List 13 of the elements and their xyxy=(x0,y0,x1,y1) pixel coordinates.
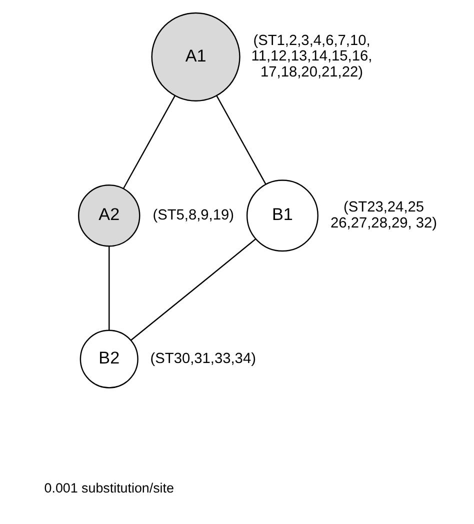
label: 0.001 substitution/site xyxy=(44,480,174,496)
connector xyxy=(122,96,176,189)
node-circle: B2 xyxy=(80,330,138,388)
node-circle: A1 xyxy=(151,12,240,102)
node-label: (ST1,2,3,4,6,7,10, 11,12,13,14,15,16, 17,18,20,21,22) xyxy=(251,32,372,81)
connector xyxy=(130,238,256,341)
node-label: (ST23,24,25 26,27,28,29, 32) xyxy=(330,199,438,232)
connector xyxy=(216,96,266,185)
node-label: (ST5,8,9,19) xyxy=(152,207,234,224)
node-label: (ST30,31,33,34) xyxy=(150,350,256,367)
node-circle: B1 xyxy=(246,180,318,252)
node-circle: A2 xyxy=(78,184,140,247)
connector xyxy=(108,246,110,330)
